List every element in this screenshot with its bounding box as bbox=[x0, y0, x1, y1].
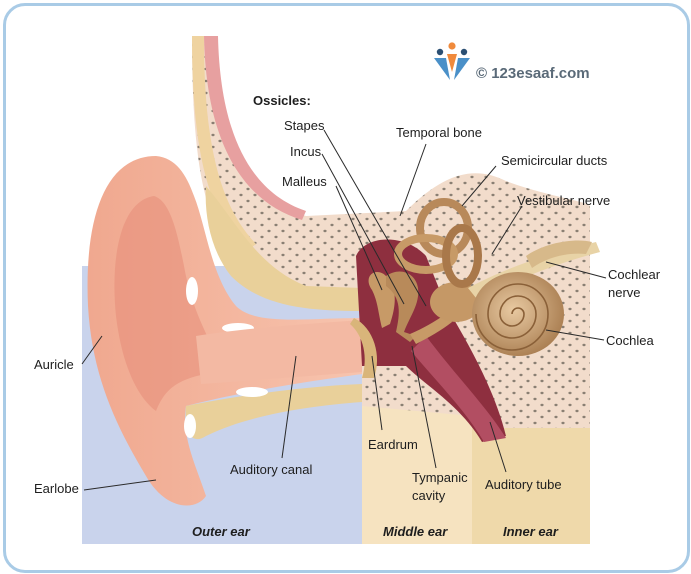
inner-ear-region bbox=[472, 428, 590, 544]
label-vestibular-nerve: Vestibular nerve bbox=[517, 193, 610, 208]
label-cochlear-nerve-line2: nerve bbox=[608, 285, 641, 300]
auditory-canal-shape bbox=[196, 320, 362, 384]
cartilage-lower bbox=[185, 384, 362, 440]
label-auricle: Auricle bbox=[34, 357, 74, 372]
people-logo-icon bbox=[434, 42, 470, 80]
tympanic-cavity-leader bbox=[411, 345, 437, 469]
label-temporal-bone: Temporal bone bbox=[396, 125, 482, 140]
incus-shape bbox=[386, 271, 419, 342]
cartilage-highlight bbox=[236, 387, 268, 397]
vestibule-shape bbox=[430, 282, 482, 322]
auricle-fold bbox=[114, 196, 226, 411]
cartilage-upper bbox=[205, 186, 362, 311]
label-tympanic-cavity-line2: cavity bbox=[412, 488, 446, 503]
label-cochlea: Cochlea bbox=[606, 333, 654, 348]
watermark-text: © 123esaaf.com bbox=[476, 65, 590, 82]
cartilage-highlight bbox=[186, 277, 198, 305]
ossicles-heading: Ossicles: bbox=[253, 93, 311, 108]
label-auditory-canal: Auditory canal bbox=[230, 462, 312, 477]
malleus-leader bbox=[335, 185, 383, 291]
eardrum-leader bbox=[371, 355, 383, 431]
label-stapes: Stapes bbox=[284, 118, 325, 133]
fat-layer bbox=[192, 36, 256, 252]
label-tympanic-cavity-line1: Tympanic bbox=[412, 470, 468, 485]
cochlea-spiral bbox=[475, 283, 549, 351]
auditory-tube-leader bbox=[489, 421, 507, 473]
incus-leader bbox=[321, 153, 405, 305]
label-cochlear-nerve-line1: Cochlear bbox=[608, 267, 661, 282]
temporal-bone-leader bbox=[399, 143, 427, 217]
semicircular-duct bbox=[394, 234, 458, 274]
ear-anatomy-diagram: © 123esaaf.com Ossicles: Stapes Incus Ma… bbox=[34, 36, 661, 544]
label-incus: Incus bbox=[290, 144, 322, 159]
stapes-shape bbox=[410, 314, 452, 344]
earlobe-leader bbox=[83, 479, 157, 491]
cartilage-highlight bbox=[184, 414, 196, 438]
auditory-tube-shape bbox=[411, 336, 506, 442]
label-malleus: Malleus bbox=[282, 174, 327, 189]
cochlea-leader bbox=[545, 329, 605, 341]
label-semicircular-ducts: Semicircular ducts bbox=[501, 153, 608, 168]
label-earlobe: Earlobe bbox=[34, 481, 79, 496]
cochlear-nerve-leader bbox=[545, 261, 607, 279]
label-eardrum: Eardrum bbox=[368, 437, 418, 452]
auditory-canal-leader bbox=[281, 355, 297, 459]
diagram-frame: © 123esaaf.com Ossicles: Stapes Incus Ma… bbox=[3, 3, 690, 573]
vestibular-nerve-leader bbox=[491, 205, 523, 255]
skin-layer bbox=[204, 36, 306, 220]
region-label-inner-ear: Inner ear bbox=[503, 524, 559, 539]
region-label-outer-ear: Outer ear bbox=[192, 524, 251, 539]
cochlear-nerve-shape bbox=[526, 240, 592, 268]
semicircular-duct bbox=[442, 224, 482, 288]
auricle-leader bbox=[81, 335, 103, 365]
label-auditory-tube: Auditory tube bbox=[485, 477, 562, 492]
semicircular-ducts-leader bbox=[461, 165, 497, 207]
stapes-leader bbox=[323, 129, 427, 307]
eardrum-shape bbox=[350, 318, 378, 378]
region-label-middle-ear: Middle ear bbox=[383, 524, 448, 539]
